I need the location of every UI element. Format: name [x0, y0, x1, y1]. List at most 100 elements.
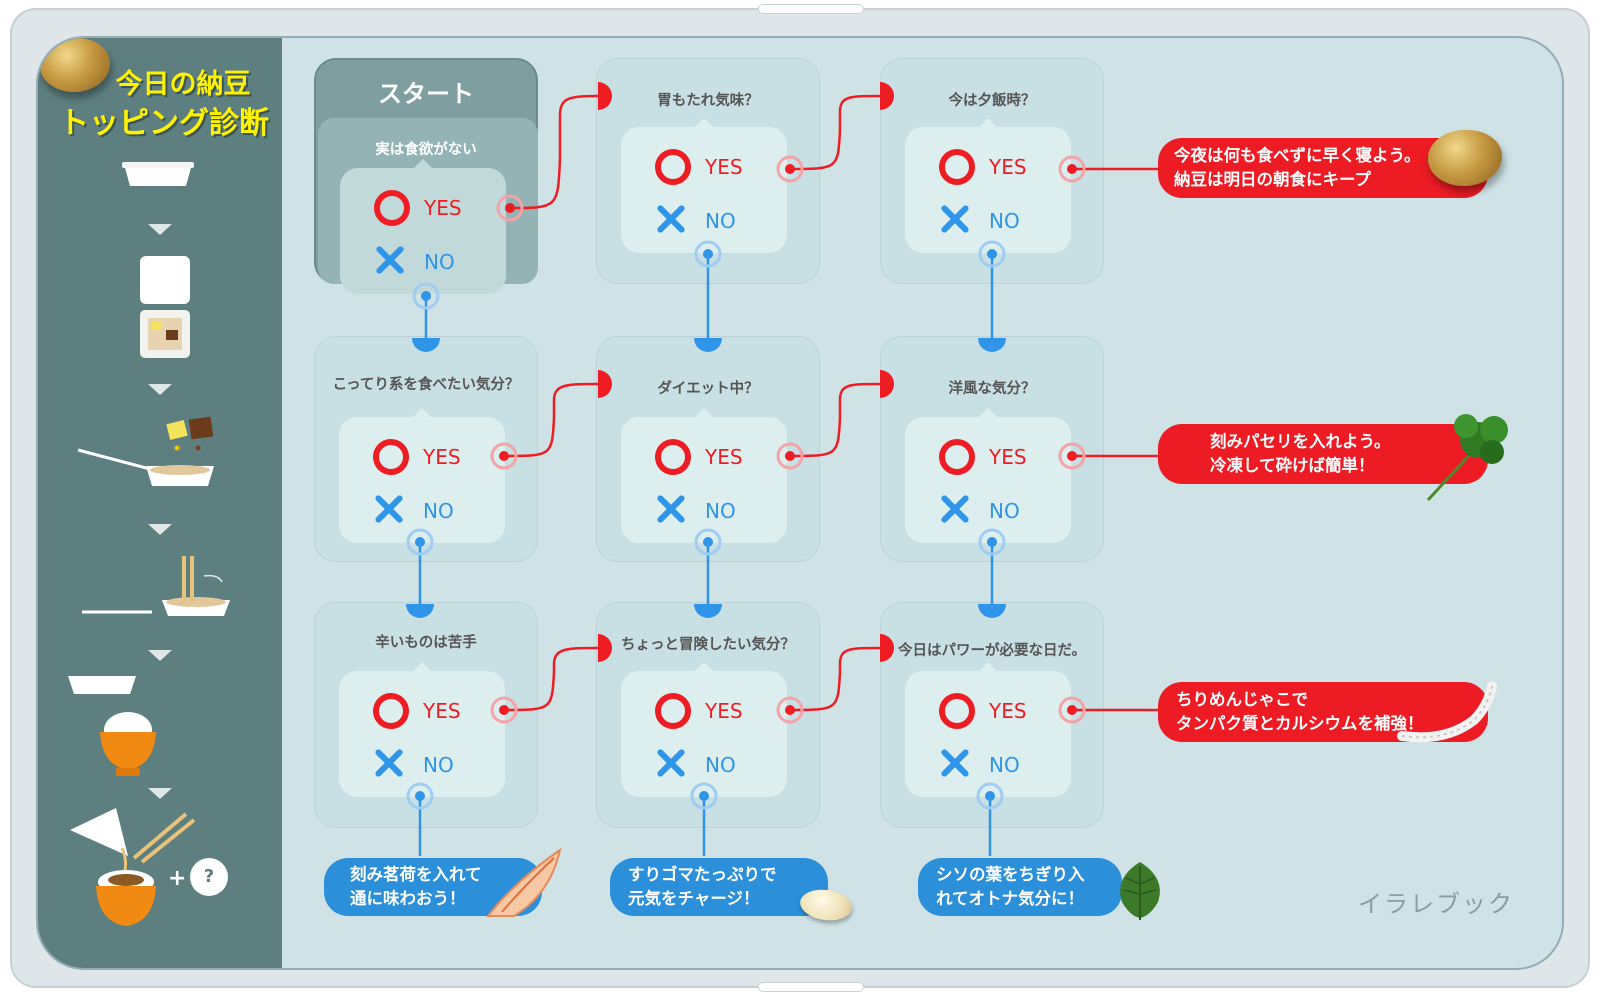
yes-circle-icon	[939, 693, 975, 729]
no-label: NO	[705, 209, 736, 233]
natto-tray-icon	[68, 676, 136, 694]
question-text: ちょっと冒険したい気分？	[621, 637, 795, 653]
result-line: すりゴマたっぷりで	[628, 865, 777, 884]
chirimen-fish-icon	[1397, 681, 1497, 743]
step-arrow	[148, 788, 172, 799]
flow-connectors	[406, 82, 1160, 856]
no-label: NO	[423, 499, 454, 523]
yes-entry-markers	[598, 82, 894, 662]
question-card-3: 今は夕飯時？ YES NO	[880, 58, 1104, 284]
answer-bubble: YES NO	[621, 118, 787, 253]
result-parsley: 刻みパセリを入れよう。 冷凍して砕けば簡単！	[1158, 424, 1488, 484]
question-text: 洋風な気分？	[948, 381, 1036, 397]
question-text: 胃もたれ気味？	[657, 93, 759, 109]
yes-label: YES	[423, 445, 461, 469]
result-line: 刻み茗荷を入れて	[350, 865, 482, 884]
yes-label: YES	[989, 155, 1027, 179]
result-line: ちりめんじゃこで	[1176, 690, 1308, 709]
question-text: 今は夕飯時？	[948, 93, 1036, 109]
yes-port-dots	[490, 155, 1086, 724]
yes-label: YES	[705, 155, 743, 179]
frame-top-notch	[758, 4, 864, 14]
natto-tray-icon	[122, 162, 194, 186]
result-line: 元気をチャージ！	[628, 889, 760, 908]
yes-label: YES	[424, 196, 462, 220]
no-label: NO	[989, 753, 1020, 777]
answer-bubble: YES NO	[621, 662, 787, 797]
answer-bubble: YES NO	[905, 408, 1071, 543]
answer-bubble: YES NO	[905, 118, 1071, 253]
question-card-6: 洋風な気分？ YES NO	[880, 336, 1104, 562]
answer-bubble: YES NO	[905, 662, 1071, 797]
step-arrow	[148, 524, 172, 535]
yes-label: YES	[705, 445, 743, 469]
no-label: NO	[424, 250, 455, 274]
no-label: NO	[989, 209, 1020, 233]
rice-bowl-icon	[100, 712, 156, 776]
chopsticks-icon	[82, 556, 230, 616]
question-text: 実は食欲がない	[375, 142, 477, 158]
rice-bowl-icon	[70, 808, 196, 926]
no-label: NO	[989, 499, 1020, 523]
result-sesame: すりゴマたっぷりで 元気をチャージ！	[610, 858, 828, 916]
credit-text: イラレブック	[1358, 890, 1514, 918]
yes-label: YES	[989, 699, 1027, 723]
sidebar: 今日の納豆 トッピング診断	[38, 38, 282, 968]
start-title: スタート	[378, 80, 474, 108]
plus-sign: +	[168, 866, 187, 891]
no-label: NO	[423, 753, 454, 777]
result-line: タンパク質とカルシウムを補強！	[1176, 714, 1424, 733]
question-card-4: こってり系を食べたい気分？ YES NO	[314, 336, 538, 562]
yes-circle-icon	[373, 439, 409, 475]
yes-label: YES	[705, 699, 743, 723]
no-connectors	[418, 254, 994, 856]
myoga-icon	[485, 847, 562, 917]
question-text: ダイエット中？	[657, 381, 759, 397]
yes-circle-icon	[939, 439, 975, 475]
answer-bubble: YES NO	[621, 408, 787, 543]
yes-circle-icon	[373, 693, 409, 729]
no-entry-markers	[406, 338, 1006, 618]
result-line: 通に味わおう！	[350, 889, 466, 908]
shiso-leaf-icon	[1120, 862, 1160, 920]
mystery-topping-badge: ?	[190, 858, 228, 896]
answer-bubble: YES NO	[340, 159, 506, 294]
parsley-icon	[1426, 414, 1508, 502]
answer-bubble: YES NO	[339, 662, 505, 797]
result-line: 冷凍して砕けば簡単！	[1210, 456, 1375, 475]
natto-bean-icon	[1428, 130, 1502, 186]
result-line: 納豆は明日の朝食にキープ	[1174, 170, 1372, 189]
yes-circle-icon	[374, 190, 410, 226]
title-line-1: 今日の納豆	[115, 69, 251, 100]
frame-bottom-notch	[758, 982, 864, 992]
question-text: 辛いものは苦手	[375, 635, 477, 651]
result-line: 刻みパセリを入れよう。	[1210, 432, 1391, 451]
yes-label: YES	[423, 699, 461, 723]
result-line: れてオトナ気分に！	[936, 889, 1085, 908]
question-text: こってり系を食べたい気分？	[332, 377, 520, 393]
question-card-5: ダイエット中？ YES NO	[596, 336, 820, 562]
no-label: NO	[705, 753, 736, 777]
result-line: 今夜は何も食べずに早く寝よう。	[1174, 146, 1421, 165]
chart-board: 今日の納豆 トッピング診断	[36, 36, 1564, 970]
yes-circle-icon	[655, 693, 691, 729]
yes-circle-icon	[939, 149, 975, 185]
sauce-packet-icon	[77, 416, 214, 486]
title-line-2: トッピング診断	[59, 106, 269, 141]
step-arrow	[148, 224, 172, 235]
answer-bubble: YES NO	[339, 408, 505, 543]
question-card-9: 今日はパワーが必要な日だ。 YES NO	[880, 602, 1104, 828]
natto-pack-icon	[140, 256, 190, 358]
result-line: シソの葉をちぎり入	[936, 865, 1085, 884]
step-arrow	[148, 650, 172, 661]
yes-label: YES	[989, 445, 1027, 469]
question-card-7: 辛いものは苦手 YES NO	[314, 602, 538, 828]
question-card-2: 胃もたれ気味？ YES NO	[596, 58, 820, 284]
yes-circle-icon	[655, 149, 691, 185]
question-card-8: ちょっと冒険したい気分？ YES NO	[596, 602, 820, 828]
yes-connectors	[503, 94, 1160, 712]
no-label: NO	[705, 499, 736, 523]
natto-bean-icon	[40, 38, 110, 92]
step-arrow	[148, 384, 172, 395]
result-shiso: シソの葉をちぎり入 れてオトナ気分に！	[918, 858, 1122, 916]
